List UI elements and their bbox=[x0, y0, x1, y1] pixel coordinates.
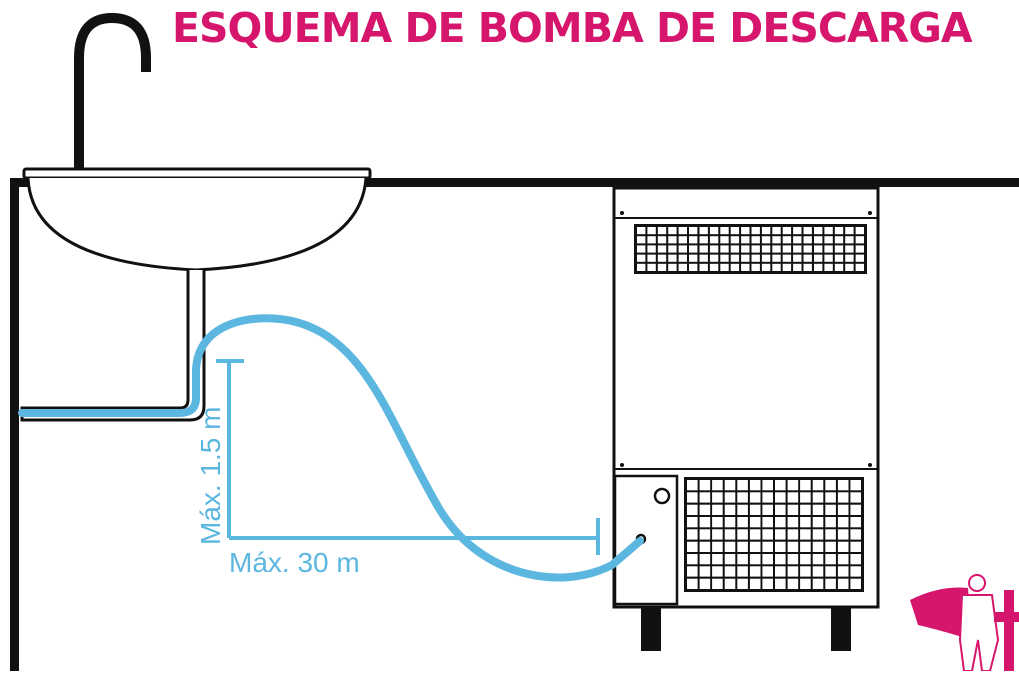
top-vent-grille bbox=[634, 224, 867, 274]
counter bbox=[10, 178, 1019, 671]
sink-basin bbox=[20, 167, 372, 422]
bottom-vent-grille bbox=[684, 477, 864, 592]
max-height-label: Máx. 1.5 m bbox=[195, 407, 226, 545]
drain-hose bbox=[18, 314, 644, 582]
page-title: ESQUEMA DE BOMBA DE DESCARGA bbox=[172, 4, 973, 52]
dimension-lines bbox=[216, 359, 600, 555]
machine-leg-left bbox=[641, 607, 661, 651]
drain-pump-icon bbox=[613, 474, 679, 606]
countertop bbox=[10, 178, 1019, 187]
faucet-icon bbox=[74, 12, 151, 172]
max-length-label: Máx. 30 m bbox=[229, 547, 360, 578]
pump-inlet-icon bbox=[653, 487, 671, 505]
superhero-logo bbox=[910, 574, 1019, 672]
ice-machine-icon bbox=[612, 186, 880, 651]
machine-leg-right bbox=[831, 607, 851, 651]
counter-left-wall bbox=[10, 178, 19, 671]
sink-drain-pipe bbox=[20, 270, 206, 422]
